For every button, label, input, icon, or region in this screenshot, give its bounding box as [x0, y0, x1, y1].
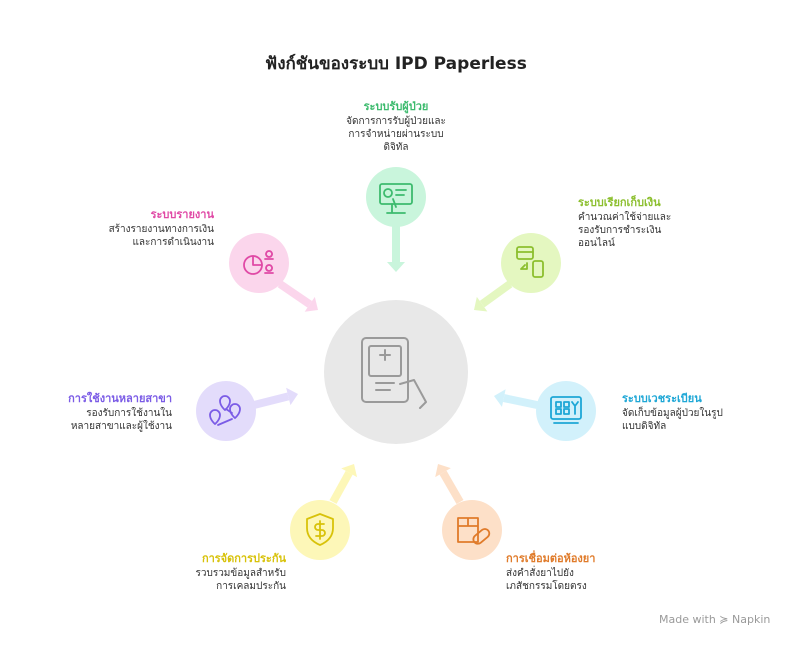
feature-desc-line: และการดำเนินงาน — [132, 237, 214, 248]
feature-label: การเชื่อมต่อห้องยาส่งคำสั่งยาไปยังเภสัชก… — [506, 552, 666, 593]
arrow-head — [474, 296, 488, 312]
computer-records-icon — [550, 396, 582, 424]
feature-label: ระบบเรียกเก็บเงินคำนวณค่าใช้จ่ายและรองรั… — [578, 196, 718, 250]
feature-title: ระบบรับผู้ป่วย — [363, 100, 429, 113]
feature-desc-line: รวบรวมข้อมูลสำหรับ — [195, 568, 286, 579]
shield-dollar-icon — [306, 513, 334, 546]
feature-desc-line: ส่งคำสั่งยาไปยัง — [506, 568, 574, 579]
feature-circle — [536, 381, 596, 441]
feature-desc-line: รองรับการใช้งานใน — [86, 408, 172, 419]
arrow-head — [387, 262, 405, 272]
feature-label: การใช้งานหลายสาขารองรับการใช้งานในหลายสา… — [12, 392, 172, 433]
feature-desc-line: สร้างรายงานทางการเงิน — [108, 224, 214, 235]
feature-desc-line: ออนไลน์ — [578, 238, 615, 249]
feature-label: ระบบรายงานสร้างรายงานทางการเงินและการดำเ… — [54, 208, 214, 249]
arrow-head — [435, 464, 451, 478]
admission-screen-icon — [379, 183, 413, 214]
feature-title: การเชื่อมต่อห้องยา — [506, 552, 596, 565]
arrow — [253, 392, 290, 409]
medicine-box-icon — [457, 517, 491, 545]
feature-title: การจัดการประกัน — [201, 552, 286, 565]
feature-desc-line: เภสัชกรรมโดยตรง — [506, 581, 587, 592]
arrow — [479, 280, 513, 308]
report-chart-icon — [243, 250, 274, 275]
feature-desc-line: จัดเก็บข้อมูลผู้ป่วยในรูป — [622, 408, 723, 419]
arrow-head — [286, 387, 298, 406]
feature-desc-line: ดิจิทัล — [383, 142, 409, 153]
feature-desc-line: จัดการการรับผู้ป่วยและ — [346, 116, 446, 127]
feature-circle — [501, 233, 561, 293]
arrow-head — [494, 389, 506, 407]
feature-desc-line: แบบดิจิทัล — [622, 421, 667, 432]
location-pins-icon — [209, 395, 241, 426]
arrow-head — [341, 464, 358, 478]
feature-label: ระบบรับผู้ป่วยจัดการการรับผู้ป่วยและการจ… — [296, 100, 496, 154]
arrow-head — [304, 296, 318, 312]
diagram-title: ฟังก์ชันของระบบ IPD Paperless — [265, 54, 527, 74]
feature-circle — [366, 167, 426, 227]
feature-circle — [196, 381, 256, 441]
arrow — [277, 280, 313, 308]
feature-title: การใช้งานหลายสาขา — [68, 392, 172, 405]
tablet-hand-icon — [361, 337, 427, 409]
feature-desc-line: คำนวณค่าใช้จ่ายและ — [578, 212, 672, 223]
napkin-watermark: Made with ≽ Napkin — [659, 613, 771, 626]
card-payment-icon — [516, 246, 544, 278]
feature-title: ระบบเวชระเบียน — [622, 392, 702, 405]
feature-desc-line: การจำหน่ายผ่านระบบ — [348, 129, 444, 140]
arrow — [502, 394, 538, 409]
feature-desc-line: หลายสาขาและผู้ใช้งาน — [70, 421, 172, 432]
feature-circle — [229, 233, 289, 293]
feature-title: ระบบรายงาน — [150, 208, 214, 221]
arrow — [439, 470, 464, 505]
center-circle — [324, 300, 468, 444]
feature-label: ระบบเวชระเบียนจัดเก็บข้อมูลผู้ป่วยในรูปแ… — [622, 392, 782, 433]
feature-title: ระบบเรียกเก็บเงิน — [578, 196, 661, 209]
arrow — [329, 470, 353, 504]
feature-label: การจัดการประกันรวบรวมข้อมูลสำหรับการเคลม… — [126, 552, 286, 593]
feature-circle — [442, 500, 502, 560]
feature-desc-line: รองรับการชำระเงิน — [578, 225, 662, 236]
feature-desc-line: การเคลมประกัน — [216, 581, 286, 592]
